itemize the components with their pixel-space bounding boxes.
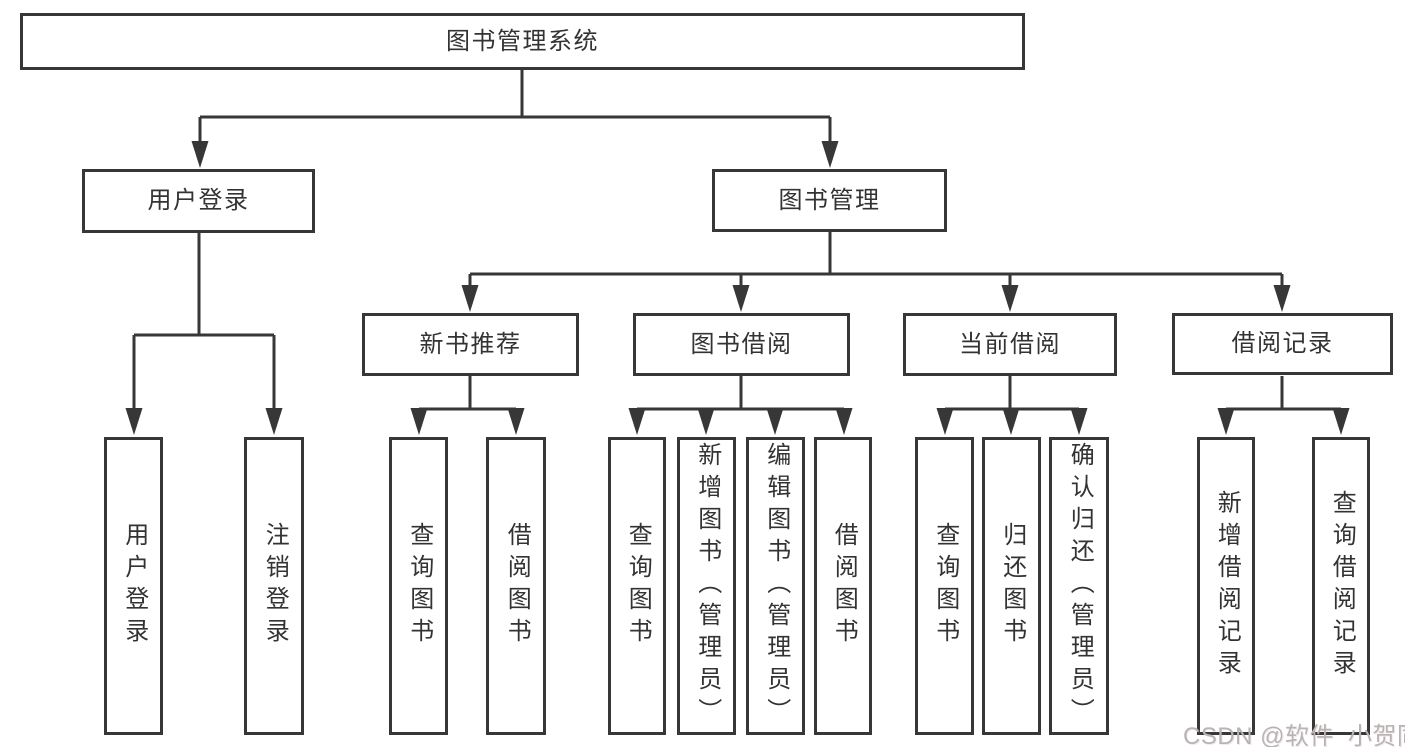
edge-bookborrow-to-leaves (637, 376, 844, 411)
leaf-label: 新增借阅记录 (1213, 490, 1241, 682)
arrowhead (461, 285, 479, 312)
leaf-label: 借阅图书 (830, 522, 858, 650)
arrowhead (628, 408, 646, 435)
edge-userlogin-to-leaves (132, 232, 276, 410)
node-library-management-system: 图书管理系统 (20, 13, 1025, 70)
arrowhead (1001, 285, 1019, 312)
arrowhead (125, 408, 143, 435)
arrowhead (265, 408, 283, 435)
node-current-borrowing: 当前借阅 (903, 313, 1117, 376)
leaf-query-books-recommend: 查询图书 (389, 437, 448, 735)
node-user-login: 用户登录 (82, 169, 315, 233)
node-label: 图书管理 (778, 186, 881, 214)
arrowhead (507, 408, 525, 435)
leaf-label: 借阅图书 (503, 522, 531, 650)
leaf-query-books-current: 查询图书 (915, 437, 974, 735)
arrowhead (936, 408, 954, 435)
leaf-label: 归还图书 (998, 522, 1026, 650)
node-label: 图书借阅 (690, 330, 793, 358)
node-book-management: 图书管理 (712, 169, 947, 232)
leaf-label: 确认归还（管理员） (1066, 442, 1094, 730)
arrowhead (1070, 408, 1088, 435)
leaf-return-books: 归还图书 (982, 437, 1041, 735)
node-label: 借阅记录 (1231, 330, 1334, 357)
csdn-watermark: CSDN @软件_小贺同学 (1183, 723, 1405, 747)
leaf-label: 编辑图书（管理员） (762, 442, 790, 730)
leaf-label: 查询图书 (624, 522, 652, 650)
arrowhead (732, 285, 750, 312)
arrowhead (766, 408, 784, 435)
arrowhead (835, 408, 853, 435)
arrowhead (1273, 285, 1291, 312)
leaf-add-books-admin: 新增图书（管理员） (677, 437, 736, 735)
edge-root-to-level2 (198, 70, 832, 144)
node-label: 用户登录 (147, 187, 250, 214)
leaf-confirm-return-admin: 确认归还（管理员） (1049, 437, 1109, 735)
leaf-add-borrow-record: 新增借阅记录 (1197, 437, 1255, 735)
node-label: 当前借阅 (959, 330, 1061, 358)
leaf-logout: 注销登录 (244, 437, 304, 735)
leaf-edit-books-admin: 编辑图书（管理员） (746, 437, 805, 735)
node-borrowing-records: 借阅记录 (1172, 313, 1393, 375)
node-new-book-recommendation: 新书推荐 (362, 313, 579, 376)
node-label: 图书管理系统 (446, 27, 599, 55)
arrowhead (1002, 408, 1020, 435)
arrowhead (1332, 408, 1350, 435)
arrowhead (191, 141, 209, 168)
edge-bookmgmt-to-level3 (468, 232, 1284, 287)
arrowhead (821, 141, 839, 168)
leaf-user-login: 用户登录 (104, 437, 163, 735)
arrowhead (1217, 408, 1235, 435)
node-label: 新书推荐 (419, 330, 522, 358)
leaf-label: 查询图书 (931, 522, 959, 650)
leaf-label: 查询图书 (405, 522, 433, 650)
leaf-borrow-books: 借阅图书 (814, 437, 872, 735)
leaf-borrow-books-recommend: 借阅图书 (486, 437, 546, 735)
leaf-query-books-borrow: 查询图书 (608, 437, 666, 735)
edge-currentborrow-to-leaves (945, 376, 1079, 411)
leaf-label: 用户登录 (120, 522, 148, 650)
edge-borrowrecords-to-leaves (1226, 376, 1341, 411)
edge-newbook-to-leaves (419, 376, 516, 411)
leaf-label: 新增图书（管理员） (693, 442, 721, 730)
leaf-query-borrow-record: 查询借阅记录 (1312, 437, 1370, 735)
arrowhead (697, 408, 715, 435)
node-book-borrowing: 图书借阅 (633, 313, 850, 376)
leaf-label: 查询借阅记录 (1328, 490, 1356, 682)
arrowhead (410, 408, 428, 435)
leaf-label: 注销登录 (261, 522, 289, 650)
